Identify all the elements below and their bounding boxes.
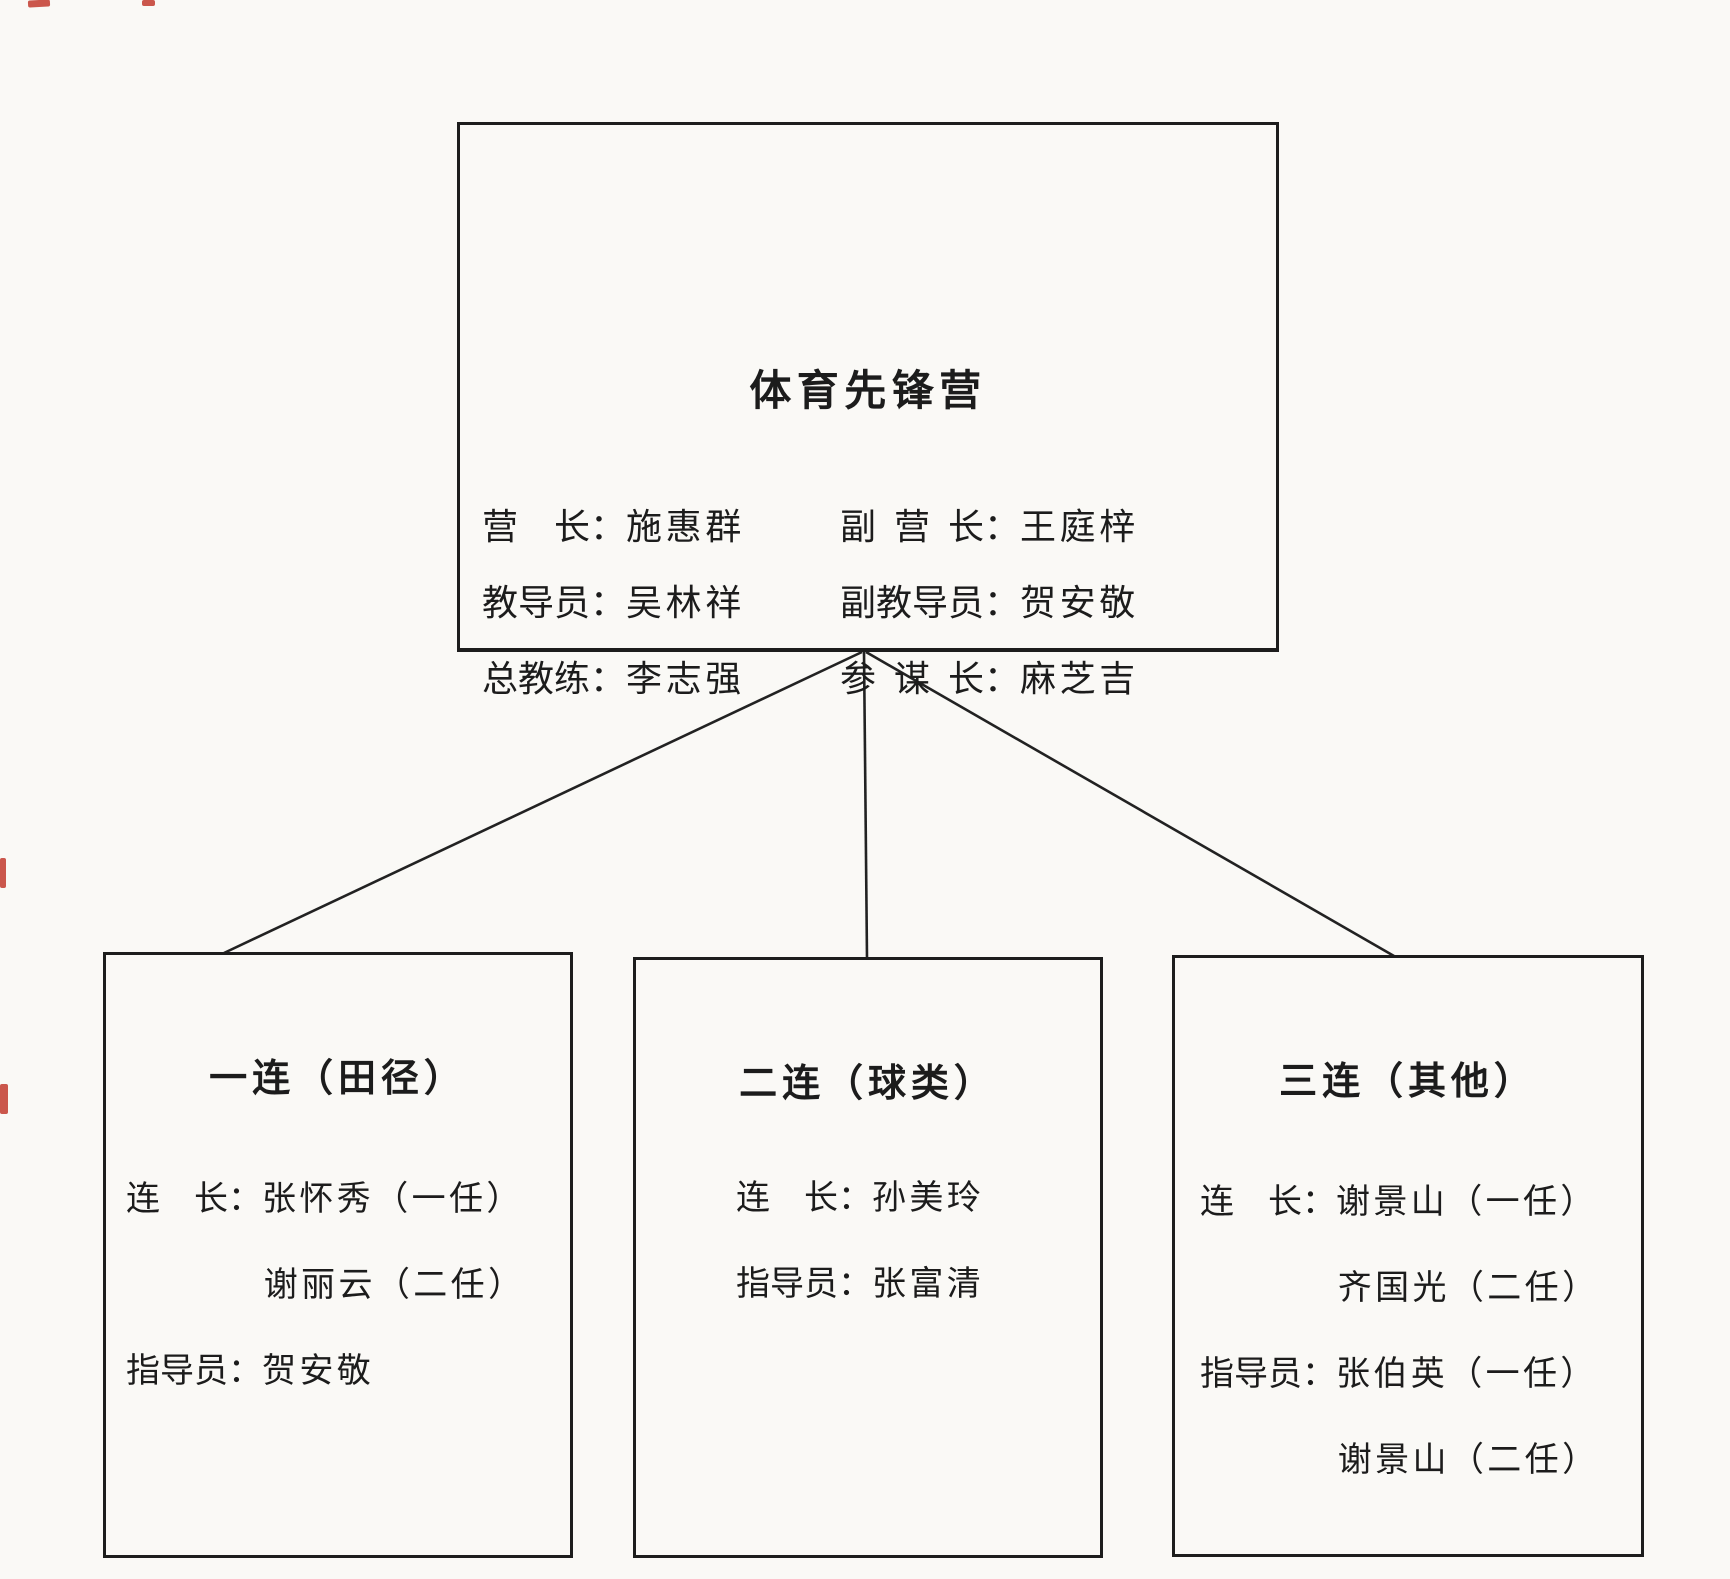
person-name: 贺安敬 xyxy=(1020,583,1139,623)
roster-row: 指导员：贺安敬 xyxy=(106,1329,570,1415)
colon: ： xyxy=(590,583,627,623)
person-name: 贺安敬 xyxy=(262,1353,375,1390)
role-label: 营长 xyxy=(482,507,590,547)
role-label: 连长 xyxy=(1200,1184,1302,1221)
company-3-box: 三连（其他） 连长：谢景山（一任） 齐国光（二任） 指导员：张伯英（一任） 谢景… xyxy=(1172,955,1644,1557)
company-1-box: 一连（田径） 连长：张怀秀（一任） 谢丽云（二任） 指导员：贺安敬 xyxy=(103,952,573,1558)
roster-row: 连长：张怀秀（一任） xyxy=(106,1157,570,1243)
colon: ： xyxy=(1302,1356,1336,1393)
company-1-title: 一连（田径） xyxy=(209,1058,467,1100)
colon: ： xyxy=(590,659,627,699)
battalion-roster-left-column: 营长：施惠群 教导员：吴林祥 总教练：李志强 xyxy=(482,489,840,717)
role-label: 教导员 xyxy=(482,583,591,623)
role-label: 指导员 xyxy=(736,1266,838,1303)
role-label: 总教练 xyxy=(482,659,591,699)
roster-row: 参谋长：麻芝吉 xyxy=(840,641,1139,717)
colon: ： xyxy=(984,659,1021,699)
person-name: 王庭梓 xyxy=(1020,507,1139,547)
roster-row: 指导员：张伯英（一任） xyxy=(1175,1332,1641,1418)
battalion-box: 体育先锋营 营长：施惠群 教导员：吴林祥 总教练：李志强 副营长：王庭梓 副教导… xyxy=(457,122,1279,699)
scan-red-mark xyxy=(142,0,155,6)
roster-row: 副营长：王庭梓 xyxy=(840,489,1139,565)
roster-row: 教导员：吴林祥 xyxy=(482,565,840,641)
person-name: 张伯英（一任） xyxy=(1336,1356,1598,1393)
colon: ： xyxy=(228,1353,262,1390)
role-label: 副营长 xyxy=(840,507,984,547)
roster-row: 连长：孙美玲 xyxy=(636,1156,1100,1242)
roster-row: 营长：施惠群 xyxy=(482,489,840,565)
colon: ： xyxy=(984,583,1021,623)
battalion-roster-right-column: 副营长：王庭梓 副教导员：贺安敬 参谋长：麻芝吉 xyxy=(840,489,1139,717)
company-1-roster: 连长：张怀秀（一任） 谢丽云（二任） 指导员：贺安敬 xyxy=(106,1157,570,1415)
battalion-roster: 营长：施惠群 教导员：吴林祥 总教练：李志强 副营长：王庭梓 副教导员：贺安敬 … xyxy=(482,489,1268,717)
roster-row-continuation: 谢丽云（二任） xyxy=(106,1243,570,1329)
roster-row: 总教练：李志强 xyxy=(482,641,840,717)
person-name: 齐国光（二任） xyxy=(1337,1270,1600,1307)
person-name: 张怀秀（一任） xyxy=(262,1181,524,1218)
role-label: 参谋长 xyxy=(840,659,984,699)
person-name: 张富清 xyxy=(872,1266,985,1303)
role-label: 指导员 xyxy=(126,1353,228,1390)
roster-row: 连长：谢景山（一任） xyxy=(1175,1160,1641,1246)
colon: ： xyxy=(590,507,627,547)
scan-red-mark xyxy=(0,858,6,888)
role-label: 指导员 xyxy=(1200,1356,1302,1393)
role-label: 连长 xyxy=(736,1180,838,1217)
person-name: 李志强 xyxy=(626,659,745,699)
role-label: 连长 xyxy=(126,1181,228,1218)
roster-row-continuation: 谢景山（二任） xyxy=(1175,1418,1641,1504)
company-2-box: 二连（球类） 连长：孙美玲 指导员：张富清 xyxy=(633,957,1103,1558)
colon: ： xyxy=(838,1180,872,1217)
person-name: 谢景山（一任） xyxy=(1336,1184,1598,1221)
company-2-roster: 连长：孙美玲 指导员：张富清 xyxy=(636,1156,1100,1328)
company-3-roster: 连长：谢景山（一任） 齐国光（二任） 指导员：张伯英（一任） 谢景山（二任） xyxy=(1175,1160,1641,1504)
person-name: 孙美玲 xyxy=(872,1180,985,1217)
role-label: 副教导员 xyxy=(840,583,985,623)
person-name: 施惠群 xyxy=(626,507,745,547)
battalion-title: 体育先锋营 xyxy=(749,367,987,414)
roster-row: 指导员：张富清 xyxy=(636,1242,1100,1328)
person-name: 谢景山（二任） xyxy=(1337,1442,1600,1479)
person-name: 谢丽云（二任） xyxy=(263,1267,526,1304)
roster-row: 副教导员：贺安敬 xyxy=(840,565,1139,641)
colon: ： xyxy=(1302,1184,1336,1221)
person-name: 麻芝吉 xyxy=(1020,659,1139,699)
person-name: 吴林祥 xyxy=(626,583,745,623)
scan-red-mark xyxy=(27,0,51,8)
colon: ： xyxy=(228,1181,262,1218)
company-3-title: 三连（其他） xyxy=(1279,1061,1537,1103)
scan-red-mark xyxy=(0,1084,8,1114)
company-2-title: 二连（球类） xyxy=(739,1063,997,1105)
roster-row-continuation: 齐国光（二任） xyxy=(1175,1246,1641,1332)
colon: ： xyxy=(838,1266,872,1303)
colon: ： xyxy=(984,507,1021,547)
